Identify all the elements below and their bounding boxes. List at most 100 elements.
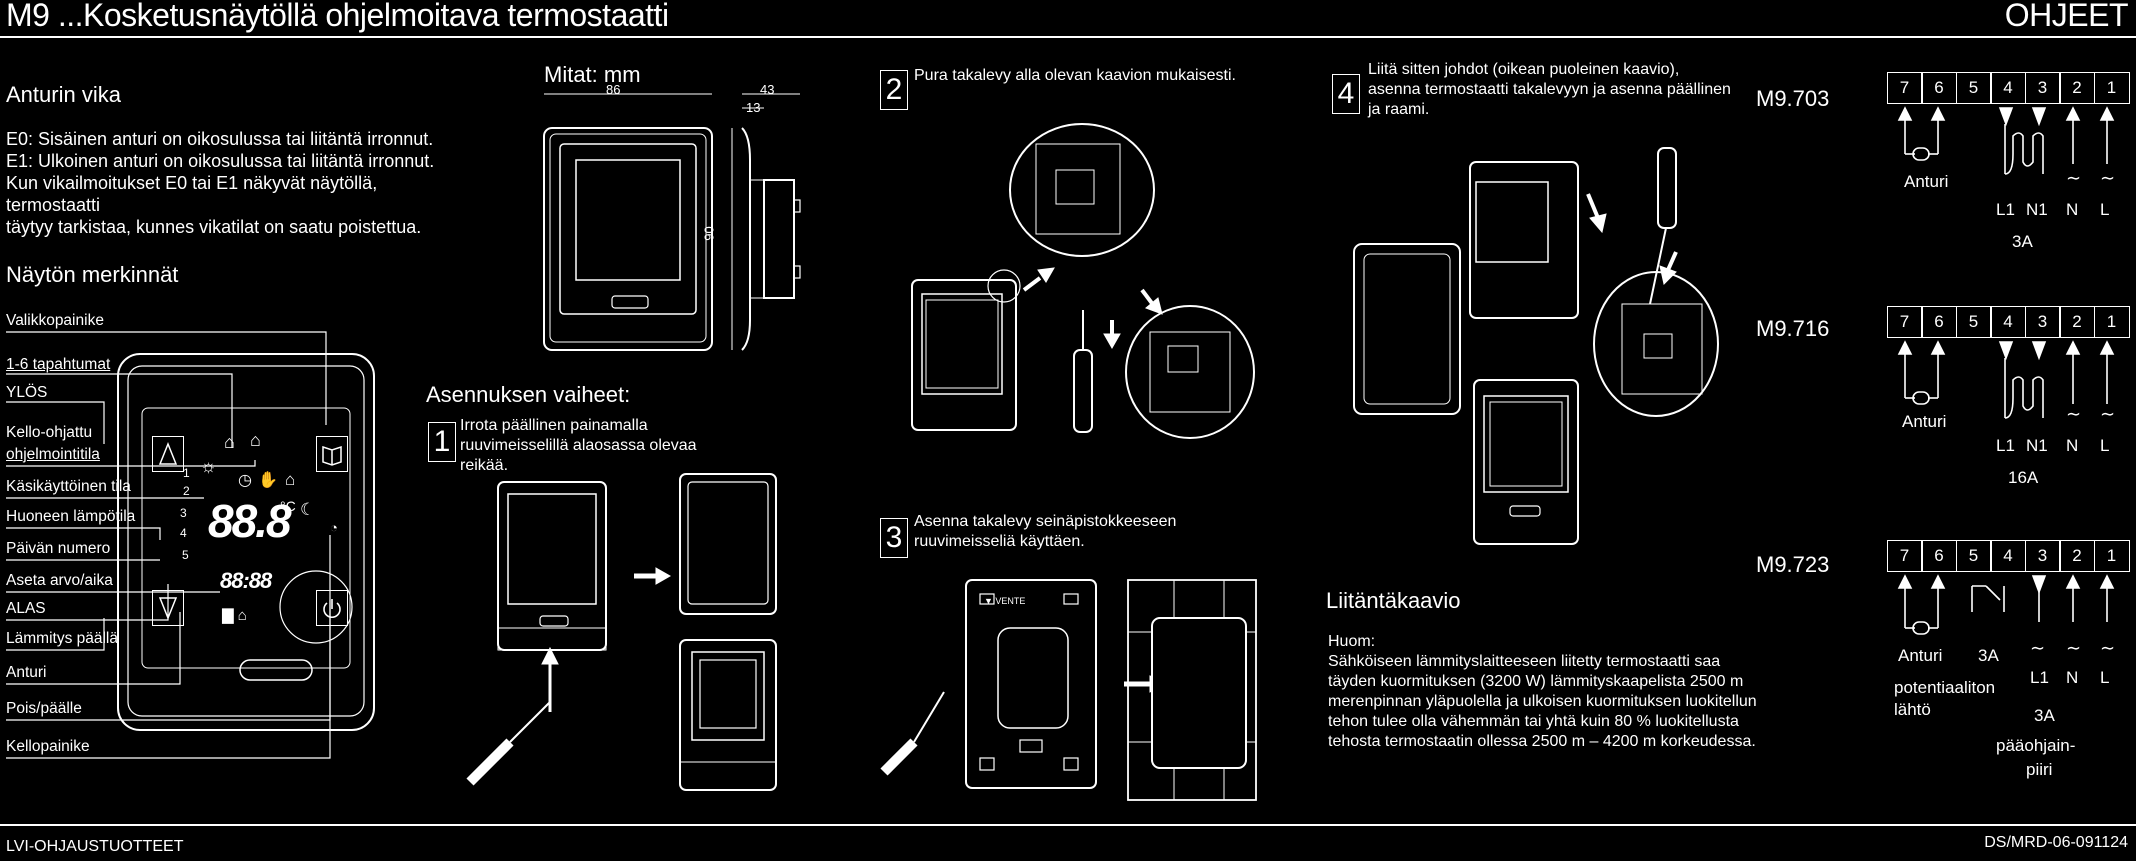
legend-power: Pois/päälle — [6, 700, 82, 717]
terminal-5: 5 — [1955, 540, 1992, 572]
step-4-number: 4 — [1332, 74, 1360, 114]
heating-icon: ▇ ⌂ — [222, 607, 247, 624]
model-3-tilde-2: ∼ — [2066, 638, 2082, 658]
model-3-potential-free-1: potentiaaliton — [1894, 678, 1996, 697]
footer-left: LVI-OHJAUSTUOTTEET — [6, 838, 184, 855]
step-2-diagram — [911, 123, 1255, 439]
step-1-diagram — [466, 473, 777, 791]
legend-clock-button: Kellopainike — [6, 738, 90, 755]
legend-up: YLÖS — [6, 384, 48, 401]
model-3-main-circuit-1: pääohjain- — [1996, 736, 2076, 755]
step-1-number: 1 — [428, 422, 456, 462]
terminal-4: 4 — [1990, 72, 2026, 104]
terminal-7: 7 — [1886, 306, 1923, 338]
model-1-name: M9.703 — [1756, 86, 1830, 111]
legend-events: 1-6 tapahtumat — [6, 356, 111, 373]
terminal-1: 1 — [2093, 540, 2130, 572]
model-3-label-l: L — [2100, 668, 2110, 687]
model-2-label-l: L — [2100, 436, 2110, 455]
footer-right: DS/MRD-06-091124 — [1984, 834, 2128, 851]
terminal-3: 3 — [2024, 540, 2061, 572]
thermostat-front-diagram — [117, 353, 375, 731]
legend-down: ALAS — [6, 600, 46, 617]
wiring-heading: Liitäntäkaavio — [1326, 588, 1461, 613]
legend-manual-mode: Käsikäyttöinen tila — [6, 478, 131, 495]
model-2-wiring — [1897, 340, 2115, 419]
terminal-2: 2 — [2059, 306, 2095, 338]
terminal-4: 4 — [1990, 540, 2026, 572]
moon-icon: ☾ — [300, 500, 316, 519]
model-2-name: M9.716 — [1756, 316, 1830, 341]
model-3-potential-free-2: lähtö — [1894, 700, 1931, 719]
lcd-num-3: 3 — [180, 506, 187, 520]
model-2-tilde-2: ∼ — [2100, 404, 2116, 424]
legend-menu-button: Valikkopainike — [6, 312, 104, 329]
model-2-terminals: 7 6 5 4 3 2 1 — [1886, 306, 2130, 338]
up-button[interactable] — [152, 436, 184, 472]
model-3-name: M9.723 — [1756, 552, 1830, 577]
clock-icon: ◷ — [238, 472, 252, 489]
model-2-label-n1: N1 — [2026, 436, 2048, 455]
legend-heating-on: Lämmitys päällä — [6, 630, 118, 647]
terminal-3: 3 — [2024, 72, 2061, 104]
lcd-temperature: 88.8 — [208, 495, 292, 547]
model-3-wiring — [1897, 574, 2115, 635]
terminal-1: 1 — [2093, 306, 2130, 338]
terminal-7: 7 — [1886, 540, 1923, 572]
model-2-sensor: Anturi — [1902, 412, 1947, 431]
lcd-num-1: 1 — [183, 466, 190, 480]
home-away-icon: ⌂ — [250, 430, 261, 450]
model-2-label-n: N — [2066, 436, 2079, 455]
lcd-time: 88:88 — [220, 568, 272, 593]
sun-icon: ☼ — [200, 456, 217, 476]
lcd-num-5: 5 — [182, 548, 189, 562]
step-1-text: Irrota päällinen painamalla ruuvimeissel… — [460, 417, 697, 474]
model-3-label-n: N — [2066, 668, 2079, 687]
step-2-number: 2 — [880, 70, 908, 110]
home-clock-icon: ⌂ — [224, 432, 235, 452]
model-3-sensor: Anturi — [1898, 646, 1943, 665]
header-rule — [0, 36, 2136, 38]
lcd-num-2: 2 — [183, 484, 190, 498]
model-1-label-n: N — [2066, 200, 2079, 219]
dimensions-diagram — [543, 93, 801, 351]
model-3-tilde-1: ∼ — [2030, 638, 2046, 658]
dim-width: 86 — [606, 82, 621, 97]
power-button[interactable] — [316, 590, 348, 626]
model-3-rating: 3A — [2034, 706, 2055, 725]
lcd-num-4: 4 — [180, 526, 187, 540]
model-1-label-n1: N1 — [2026, 200, 2048, 219]
step-3-diagram — [880, 579, 1257, 801]
wiring-note: Huom: Sähköiseen lämmityslaitteeseen lii… — [1328, 633, 1757, 750]
step-3-text: Asenna takalevy seinäpistokkeeseen ruuvi… — [914, 513, 1177, 550]
terminal-5: 5 — [1955, 306, 1992, 338]
terminal-1: 1 — [2093, 72, 2130, 104]
model-1-tilde-2: ∼ — [2100, 168, 2116, 188]
terminal-2: 2 — [2059, 540, 2095, 572]
legend-sensor: Anturi — [6, 664, 47, 681]
terminal-2: 2 — [2059, 72, 2095, 104]
dim-height: 90 — [701, 226, 717, 241]
model-1-rating: 3A — [2012, 232, 2033, 251]
model-1-wiring — [1897, 106, 2115, 175]
sensor-fault-text: E0: Sisäinen anturi on oikosulussa tai l… — [6, 129, 435, 237]
model-3-tilde-3: ∼ — [2100, 638, 2116, 658]
model-3-main-circuit-2: piiri — [2026, 760, 2053, 779]
terminal-5: 5 — [1955, 72, 1992, 104]
model-3-label-l1: L1 — [2030, 668, 2049, 687]
down-button[interactable] — [152, 590, 184, 626]
dimensions-heading: Mitat: mm — [544, 62, 641, 87]
model-1-tilde-1: ∼ — [2066, 168, 2082, 188]
home-icon: ⌂ — [285, 470, 296, 489]
model-3-terminals: 7 6 5 4 3 2 1 — [1886, 540, 2130, 572]
menu-button[interactable] — [316, 436, 348, 472]
legend-clock-mode-2: ohjelmointitila — [6, 446, 100, 463]
terminal-6: 6 — [1921, 540, 1957, 572]
dim-depth2: 13 — [746, 100, 761, 115]
model-2-rating: 16A — [2008, 468, 2039, 487]
step-2-text: Pura takalevy alla olevan kaavion mukais… — [914, 67, 1236, 84]
celsius-icon: °C — [280, 498, 296, 514]
legend-clock-mode-1: Kello-ohjattu — [6, 424, 93, 441]
terminal-6: 6 — [1921, 72, 1957, 104]
